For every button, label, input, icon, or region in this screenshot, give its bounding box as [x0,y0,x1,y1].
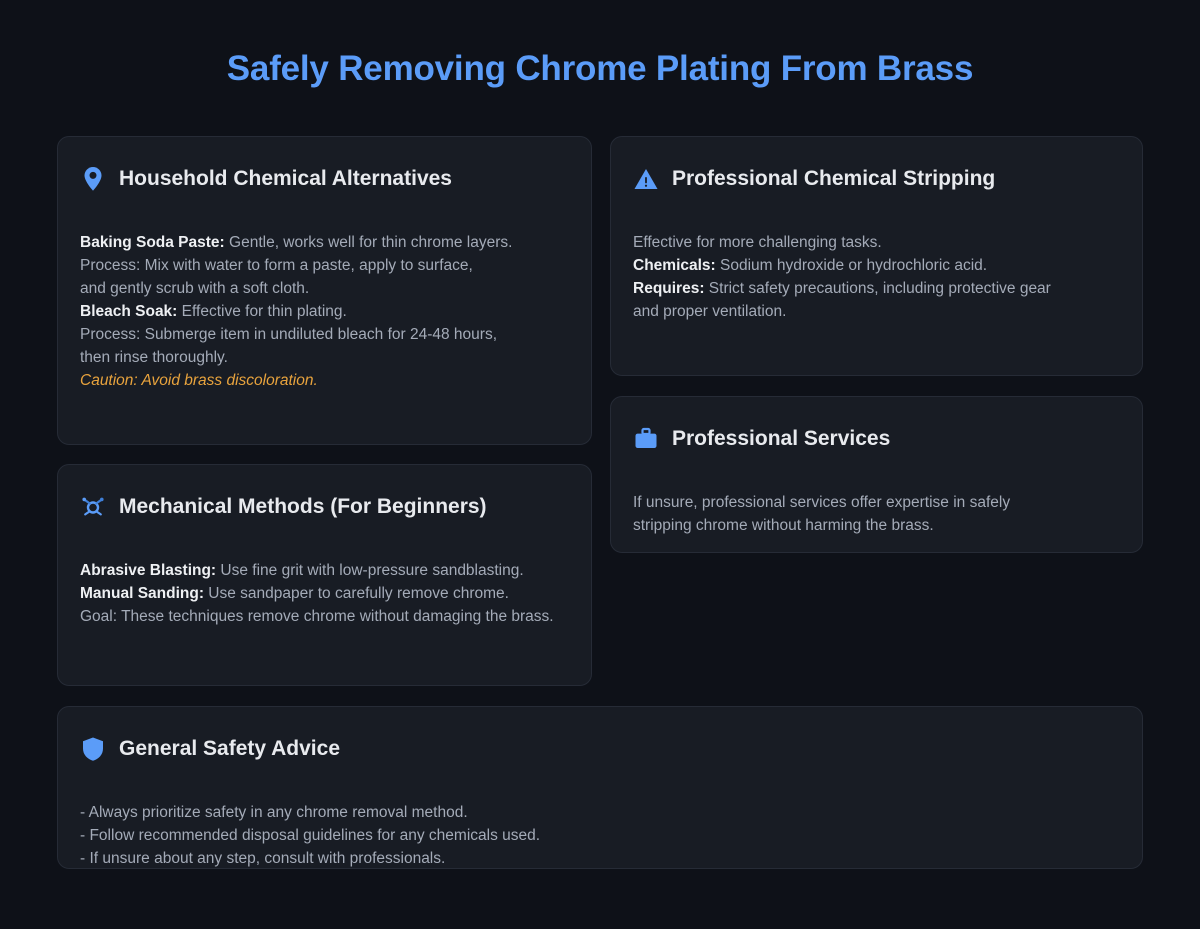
line-text: then rinse thoroughly. [80,349,228,366]
card-body: If unsure, professional services offer e… [611,463,1142,537]
line-text: Effective for thin plating. [177,303,347,320]
card-title: Household Chemical Alternatives [119,167,452,190]
card-title: General Safety Advice [119,737,340,760]
body-line: - If unsure about any step, consult with… [80,847,1120,870]
briefcase-icon [633,424,659,454]
line-text: If unsure, professional services offer e… [633,494,1011,511]
body-line: If unsure, professional services offer e… [633,491,1120,514]
body-line: Effective for more challenging tasks. [633,231,1120,254]
body-line: Bleach Soak: Effective for thin plating. [80,300,569,323]
body-line: Process: Submerge item in undiluted blea… [80,323,569,346]
body-line: Goal: These techniques remove chrome wit… [80,605,569,628]
body-line: Chemicals: Sodium hydroxide or hydrochlo… [633,254,1120,277]
card-title: Professional Services [672,427,891,450]
location-pin-icon [80,164,106,194]
line-text: - Follow recommended disposal guidelines… [80,827,541,844]
page-title: Safely Removing Chrome Plating From Bras… [226,49,974,88]
body-line: - Always prioritize safety in any chrome… [80,801,1120,824]
body-line: then rinse thoroughly. [80,346,569,369]
line-text: Sodium hydroxide or hydrochloric acid. [715,257,988,274]
line-text: Process: Submerge item in undiluted blea… [80,326,498,343]
line-label: Manual Sanding: [80,585,204,602]
line-text: - Always prioritize safety in any chrome… [80,804,468,821]
body-line: stripping chrome without harming the bra… [633,514,1120,537]
line-label: Bleach Soak: [80,303,178,320]
line-label: Chemicals: [633,257,716,274]
card-header: Professional Chemical Stripping [611,137,1142,203]
body-line: and gently scrub with a soft cloth. [80,277,569,300]
body-line: and proper ventilation. [633,300,1120,323]
caution-note: Caution: Avoid brass discoloration. [80,372,318,389]
line-label: Requires: [633,280,705,297]
line-text: - If unsure about any step, consult with… [80,850,446,867]
card-header: Professional Services [611,397,1142,463]
line-text: Effective for more challenging tasks. [633,234,882,251]
card-body: Abrasive Blasting: Use fine grit with lo… [58,531,591,628]
card-body: Effective for more challenging tasks. Ch… [611,203,1142,323]
card-general-safety-advice: General Safety Advice - Always prioritiz… [57,706,1143,869]
body-line: Process: Mix with water to form a paste,… [80,254,569,277]
line-text: and proper ventilation. [633,303,787,320]
card-header: Mechanical Methods (For Beginners) [58,465,591,531]
card-household-chemical-alternatives: Household Chemical Alternatives Baking S… [57,136,592,445]
body-line: Requires: Strict safety precautions, inc… [633,277,1120,300]
card-header: Household Chemical Alternatives [58,137,591,203]
shield-icon [80,734,106,764]
card-mechanical-methods: Mechanical Methods (For Beginners) Abras… [57,464,592,686]
body-line: - Follow recommended disposal guidelines… [80,824,1120,847]
card-professional-services: Professional Services If unsure, profess… [610,396,1143,553]
line-text: Use fine grit with low-pressure sandblas… [216,562,524,579]
line-text: Strict safety precautions, including pro… [704,280,1051,297]
tool-gear-icon [80,492,106,522]
line-label: Baking Soda Paste: [80,234,225,251]
card-title: Professional Chemical Stripping [672,167,996,190]
line-text: and gently scrub with a soft cloth. [80,280,310,297]
card-body: - Always prioritize safety in any chrome… [58,773,1142,870]
card-header: General Safety Advice [58,707,1142,773]
line-text: Gentle, works well for thin chrome layer… [224,234,513,251]
card-body: Baking Soda Paste: Gentle, works well fo… [58,203,591,392]
body-line: Manual Sanding: Use sandpaper to careful… [80,582,569,605]
line-text: Use sandpaper to carefully remove chrome… [204,585,509,602]
card-title: Mechanical Methods (For Beginners) [119,495,487,518]
warning-triangle-icon [633,164,659,194]
line-text: Goal: These techniques remove chrome wit… [80,608,554,625]
body-line: Baking Soda Paste: Gentle, works well fo… [80,231,569,254]
line-text: stripping chrome without harming the bra… [633,517,934,534]
card-professional-chemical-stripping: Professional Chemical Stripping Effectiv… [610,136,1143,376]
body-line: Abrasive Blasting: Use fine grit with lo… [80,559,569,582]
line-label: Abrasive Blasting: [80,562,217,579]
line-text: Process: Mix with water to form a paste,… [80,257,473,274]
